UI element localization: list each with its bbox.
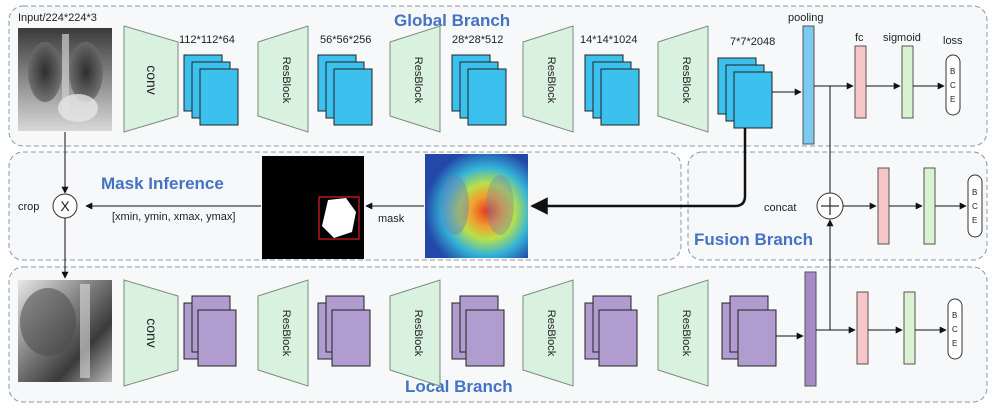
crop-label: crop (18, 201, 39, 213)
fusion-loss-box (967, 174, 983, 238)
local-resblock-1-label: ResBlock (280, 310, 292, 357)
bce-letter: E (950, 95, 955, 104)
global-feature-3 (451, 54, 507, 126)
global-fc-bar (854, 45, 867, 119)
crop-symbol: X (60, 198, 70, 214)
heatmap-image (425, 154, 528, 258)
local-pooling-bar (804, 271, 817, 387)
bbox-label: [xmin, ymin, xmax, ymax] (112, 211, 235, 223)
global-resblock-3 (522, 25, 574, 133)
bce-letter: C (952, 325, 958, 334)
global-conv-block (123, 25, 179, 133)
local-conv-label: conv (144, 318, 160, 348)
heatmap-arrow (530, 128, 747, 215)
input-label: Input/224*224*3 (18, 12, 97, 24)
feature-size-4: 14*14*1024 (580, 34, 638, 46)
feature-size-2: 56*56*256 (320, 34, 371, 46)
global-pooling-bar (802, 25, 815, 145)
global-resblock-1-label: ResBlock (280, 57, 292, 104)
local-feature-2 (317, 295, 371, 367)
mask-inference-title: Mask Inference (101, 174, 224, 193)
bce-letter: C (950, 81, 956, 90)
loss-label: loss (943, 35, 963, 47)
global-conv-label: conv (144, 65, 160, 95)
local-resblock-4 (657, 279, 709, 387)
local-feature-1 (183, 295, 237, 367)
local-resblock-1 (257, 279, 309, 387)
bce-letter: E (952, 339, 957, 348)
global-pipeline: conv 112*112*64 ResBlock 56*56*256 ResBl… (123, 12, 963, 145)
cropped-xray-image (18, 280, 112, 382)
fusion-branch-title: Fusion Branch (694, 230, 813, 249)
fusion-fc-bar (877, 167, 890, 245)
feature-size-5: 7*7*2048 (730, 36, 775, 48)
local-resblock-2-label: ResBlock (412, 310, 424, 357)
local-resblock-3 (522, 279, 574, 387)
local-pipeline: conv ResBlock ResBlock ResBlock (123, 271, 963, 387)
bce-letter: B (952, 311, 957, 320)
global-feature-5 (717, 57, 773, 129)
sigmoid-label: sigmoid (883, 32, 921, 44)
global-loss-box (945, 54, 961, 116)
global-feature-2 (317, 54, 373, 126)
global-resblock-3-label: ResBlock (545, 57, 557, 104)
local-resblock-4-label: ResBlock (680, 310, 692, 357)
feature-size-3: 28*28*512 (452, 34, 503, 46)
input-xray-image (18, 28, 112, 131)
bce-letter: B (950, 67, 955, 76)
global-resblock-4-label: ResBlock (680, 57, 692, 104)
mask-image (262, 156, 364, 259)
global-resblock-1 (257, 25, 309, 133)
global-feature-1 (183, 54, 239, 126)
local-resblock-2 (389, 279, 441, 387)
local-fc-bar (856, 291, 869, 365)
global-resblock-4 (657, 25, 709, 133)
local-feature-5 (721, 295, 777, 367)
mask-bbox (318, 196, 360, 240)
local-feature-4 (584, 295, 638, 367)
local-resblock-3-label: ResBlock (545, 310, 557, 357)
local-sigmoid-bar (903, 291, 916, 365)
global-feature-4 (584, 54, 640, 126)
global-sigmoid-bar (901, 45, 914, 119)
local-feature-3 (451, 295, 505, 367)
pooling-label: pooling (788, 12, 823, 24)
bce-letter: B (972, 188, 977, 197)
local-conv-block (123, 279, 179, 387)
fc-label: fc (855, 32, 864, 44)
global-resblock-2 (389, 25, 441, 133)
concat-label: concat (764, 202, 796, 214)
feature-size-1: 112*112*64 (179, 34, 235, 46)
mask-label: mask (378, 213, 405, 225)
global-branch-title: Global Branch (394, 11, 510, 30)
local-loss-box (947, 298, 963, 360)
fusion-sigmoid-bar (923, 167, 936, 245)
bce-letter: C (972, 202, 978, 211)
bce-letter: E (972, 216, 977, 225)
global-resblock-2-label: ResBlock (412, 57, 424, 104)
